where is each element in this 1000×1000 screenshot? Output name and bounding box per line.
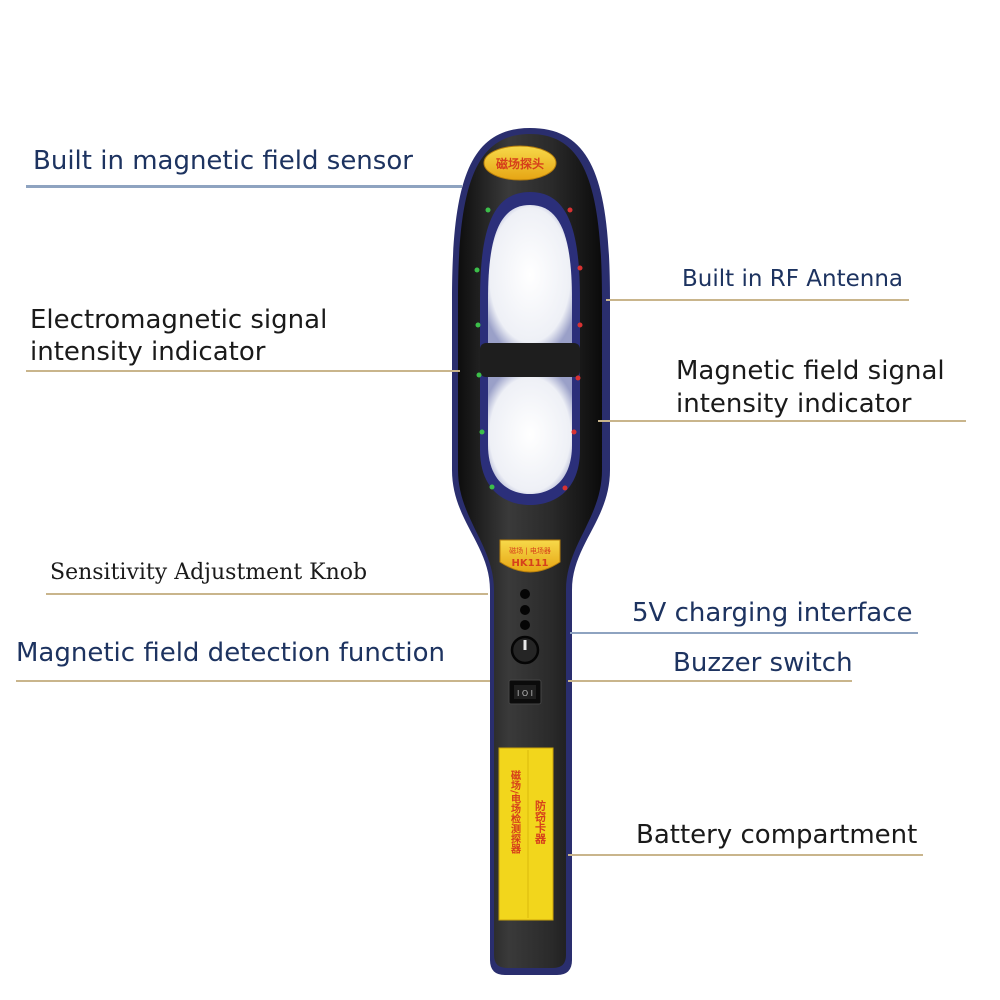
svg-text:HK111: HK111 bbox=[512, 558, 549, 569]
device-body bbox=[458, 134, 602, 968]
leader-line-buzzer-switch bbox=[568, 680, 852, 682]
svg-text:防窃卡器: 防窃卡器 bbox=[534, 799, 548, 845]
battery-cover-label bbox=[498, 747, 554, 921]
callout-sensitivity-knob: Sensitivity Adjustment Knob bbox=[50, 560, 368, 585]
loop-crossbar bbox=[480, 343, 580, 377]
leader-line-em-signal-indicator bbox=[26, 370, 460, 372]
svg-text:磁场 | 电场器: 磁场 | 电场器 bbox=[509, 546, 551, 555]
callout-magnetic-detection: Magnetic field detection function bbox=[16, 638, 445, 668]
magnetic-signal-leds bbox=[562, 207, 583, 491]
callout-magnetic-signal-indicator-line2: intensity indicator bbox=[676, 389, 912, 419]
sensor-badge bbox=[483, 145, 557, 181]
svg-text:I O I: I O I bbox=[517, 689, 533, 698]
callout-magnetic-field-sensor: Built in magnetic field sensor bbox=[33, 146, 413, 176]
leader-line-rf-antenna bbox=[606, 299, 909, 301]
leader-line-magnetic-detection bbox=[16, 680, 490, 682]
callout-rf-antenna: Built in RF Antenna bbox=[682, 266, 903, 292]
svg-text:磁场/电场检测探器: 磁场/电场检测探器 bbox=[509, 769, 522, 855]
svg-text:磁场探头: 磁场探头 bbox=[495, 156, 544, 171]
callout-em-signal-indicator-line2: intensity indicator bbox=[30, 337, 266, 367]
sensor-loop-window bbox=[480, 192, 580, 505]
leader-line-magnetic-signal-indicator bbox=[598, 420, 966, 422]
leader-line-charging-interface bbox=[570, 632, 918, 634]
leader-line-battery-compartment bbox=[568, 854, 923, 856]
callout-em-signal-indicator-line1: Electromagnetic signal bbox=[30, 305, 328, 335]
model-badge bbox=[499, 539, 561, 573]
callout-buzzer-switch: Buzzer switch bbox=[673, 648, 853, 678]
sensitivity-knob bbox=[510, 635, 540, 665]
buzzer-rocker-switch bbox=[508, 679, 542, 705]
device-rim bbox=[452, 128, 610, 975]
em-signal-leds bbox=[474, 207, 495, 490]
callout-battery-compartment: Battery compartment bbox=[636, 820, 918, 850]
callout-magnetic-signal-indicator-line1: Magnetic field signal bbox=[676, 356, 945, 386]
callout-charging-interface: 5V charging interface bbox=[632, 598, 913, 628]
charging-port-indicators bbox=[520, 589, 530, 630]
leader-line-magnetic-field-sensor bbox=[26, 185, 462, 188]
leader-line-sensitivity-knob bbox=[46, 593, 488, 595]
